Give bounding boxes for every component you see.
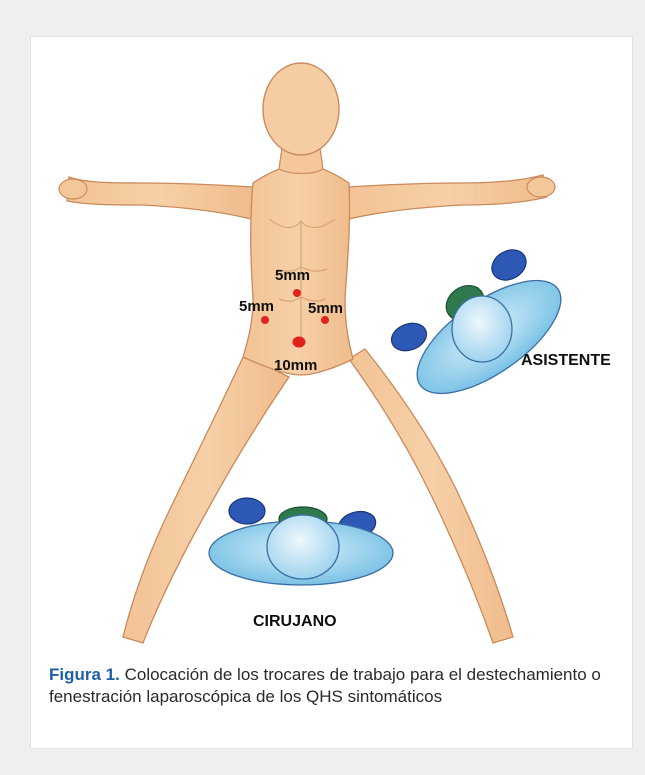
assistant-foot-top	[486, 244, 531, 286]
trocar-dot-right	[321, 316, 329, 324]
assistant-head	[452, 296, 512, 362]
surgeon-head	[267, 515, 339, 579]
figure-caption: Figura 1. Colocación de los trocares de …	[49, 664, 614, 708]
trocar-dot-upper	[293, 289, 301, 297]
trocar-label-right: 5mm	[308, 300, 343, 317]
trocar-label-upper: 5mm	[275, 267, 310, 284]
left-leg	[123, 355, 289, 643]
assistant-foot-left	[388, 319, 431, 356]
surgeon-label: CIRUJANO	[253, 613, 337, 630]
left-hand	[59, 179, 87, 199]
trocar-label-left: 5mm	[239, 298, 274, 315]
figure-panel: 5mm 5mm 5mm 10mm ASISTENTE	[30, 36, 633, 749]
assistant-label: ASISTENTE	[521, 352, 611, 369]
right-hand	[527, 177, 555, 197]
assistant-figure: ASISTENTE	[388, 244, 611, 415]
trocar-label-umbilical: 10mm	[274, 357, 317, 374]
figure-label: Figura 1.	[49, 665, 120, 684]
trocar-dot-left	[261, 316, 269, 324]
surgeon-foot-left	[229, 498, 265, 524]
illustration: 5mm 5mm 5mm 10mm ASISTENTE	[31, 37, 633, 657]
left-arm	[67, 177, 253, 219]
head	[263, 63, 339, 155]
surgeon-figure: CIRUJANO	[209, 498, 393, 630]
caption-text: Colocación de los trocares de trabajo pa…	[49, 665, 601, 706]
right-arm	[347, 175, 547, 219]
trocar-dot-umbilical	[293, 337, 306, 348]
illustration-svg: 5mm 5mm 5mm 10mm ASISTENTE	[31, 37, 633, 657]
